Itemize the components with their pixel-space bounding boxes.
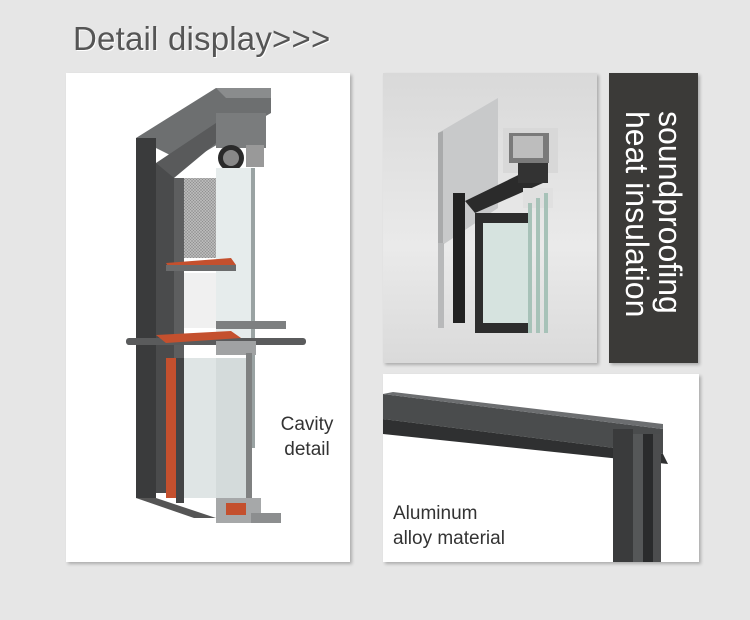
page-title: Detail display>>> (73, 20, 331, 57)
insulation-vertical-text: soundproofing heat insulation (619, 111, 689, 318)
window-cross-section-illustration (126, 88, 306, 523)
alloy-material-panel (383, 374, 699, 562)
insulation-profile-panel (383, 73, 597, 363)
insulated-profile-illustration (438, 98, 558, 333)
aluminum-corner-illustration (383, 392, 668, 562)
cavity-detail-panel (66, 73, 350, 562)
cavity-detail-label: Cavity detail (280, 414, 334, 460)
alloy-material-label: Aluminum alloy material (393, 503, 505, 549)
insulation-text-panel: soundproofing heat insulation (609, 73, 698, 363)
